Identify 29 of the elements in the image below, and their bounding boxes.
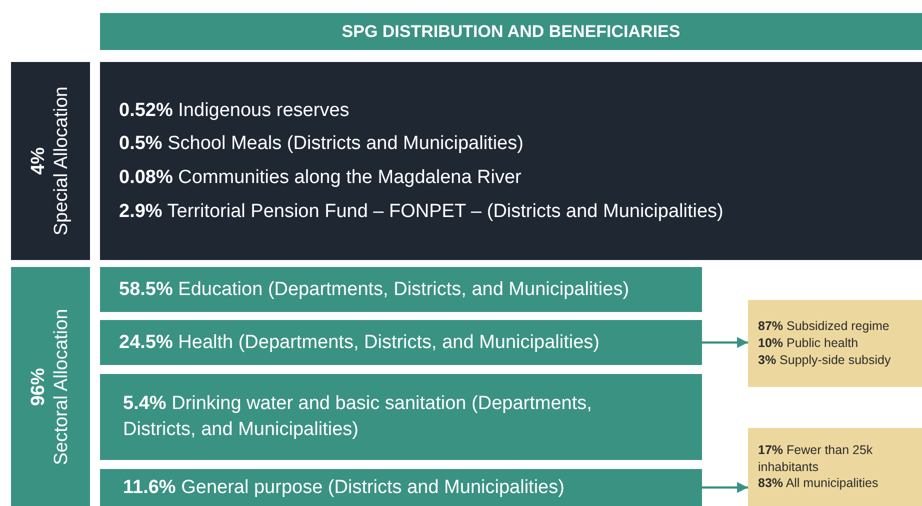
allocation-item: 10% Public health — [758, 335, 860, 352]
allocation-item: 83% All municipalities — [758, 475, 880, 492]
allocation-box — [100, 320, 702, 365]
allocation-item: 5.4% Drinking water and basic sanitation (Departments, Districts, and Municipalities) — [123, 392, 593, 442]
allocation-label-panel — [11, 62, 90, 260]
breakdown-box — [748, 428, 922, 506]
percentage-label: 4% — [28, 146, 50, 177]
allocation-item: 3% Supply-side subsidy — [758, 352, 892, 369]
allocation-box — [100, 469, 702, 506]
allocation-label: Special Allocation — [50, 86, 72, 236]
allocation-item: 87% Subsidized regime — [758, 318, 890, 336]
arrow — [702, 337, 748, 348]
allocation-item: 58.5% Education (Departments, Districts, and Municipalities) — [119, 278, 630, 302]
title-banner: SPG DISTRIBUTION AND BENEFICIARIES — [100, 13, 922, 50]
allocation-label-panel — [11, 267, 90, 506]
percentage-label: 96% — [28, 366, 50, 408]
allocation-item: 24.5% Health (Departments, Districts, and Municipalities) — [119, 330, 600, 355]
allocation-box — [100, 374, 702, 460]
breakdown-box — [748, 300, 922, 387]
allocation-box — [100, 267, 702, 312]
allocation-item: 0.52% Indigenous reserves — [119, 98, 350, 123]
allocation-item: 17% Fewer than 25k inhabitants — [758, 442, 874, 476]
allocation-list-panel — [100, 62, 922, 260]
allocation-item: 0.5% School Meals (Districts and Municipalities) — [119, 132, 524, 156]
allocation-item: 11.6% General purpose (Districts and Municipalities) — [123, 476, 566, 500]
allocation-label: Sectoral Allocation — [50, 308, 72, 465]
allocation-item: 0.08% Communities along the Magdalena River — [119, 166, 522, 190]
allocation-item: 2.9% Territorial Pension Fund – FONPET – (Districts and Municipalities) — [119, 200, 724, 224]
arrow — [702, 482, 748, 493]
